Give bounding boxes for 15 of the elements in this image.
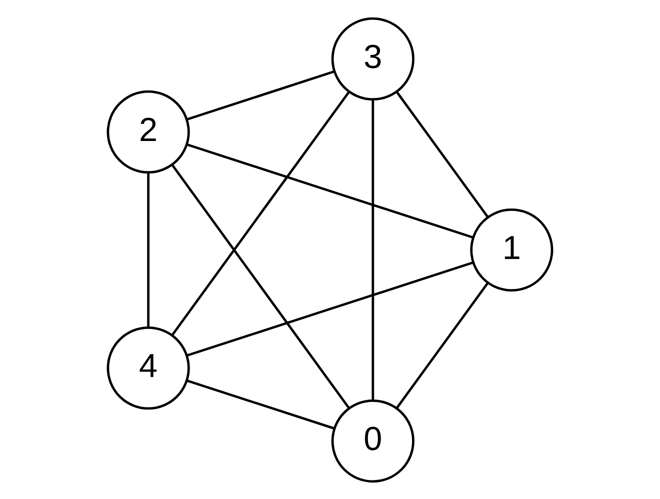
node-circle: 1	[470, 208, 554, 292]
connector	[187, 70, 335, 120]
connector	[186, 379, 334, 429]
connector	[171, 90, 350, 336]
connector	[147, 172, 150, 327]
connector	[396, 282, 489, 408]
connector	[396, 90, 488, 217]
node-circle: 0	[331, 398, 414, 482]
node-circle: 3	[331, 16, 414, 100]
connector	[186, 142, 474, 238]
node-circle: 2	[106, 90, 190, 173]
connector	[171, 164, 350, 408]
connector	[372, 99, 374, 400]
node-circle: 4	[106, 326, 190, 410]
connector	[186, 261, 474, 356]
